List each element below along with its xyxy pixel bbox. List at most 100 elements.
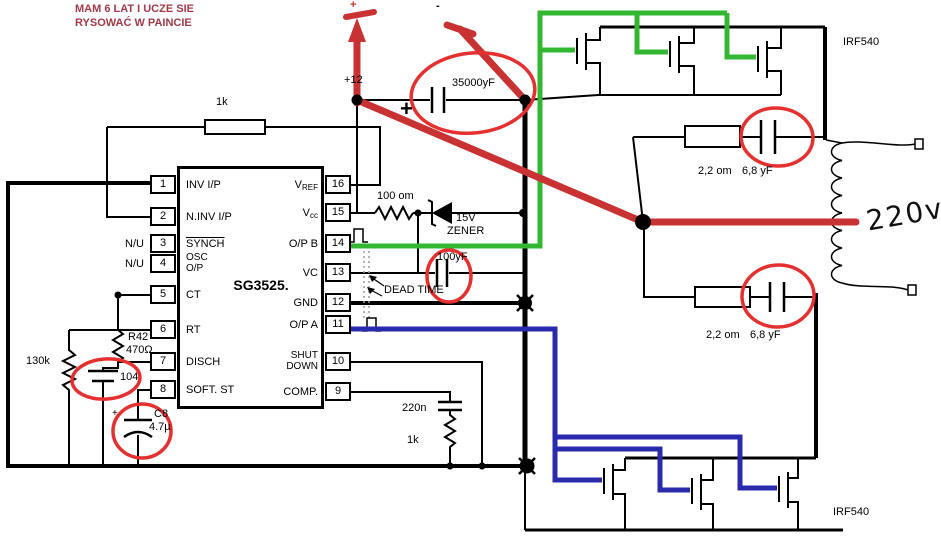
pin-box-4: 4 <box>150 254 176 273</box>
circle-snubcap-top <box>739 106 815 168</box>
pin-box-9: 9 <box>325 382 351 401</box>
snubber-top-wire <box>632 136 826 223</box>
pin-number: 12 <box>331 296 345 308</box>
r100-label: 100 om <box>377 190 414 202</box>
pin-box-11: 11 <box>325 315 351 334</box>
pin-number: 14 <box>331 237 345 249</box>
pin-number: 3 <box>159 237 167 249</box>
pin-number: 11 <box>332 318 344 330</box>
deadtime-arrowhead-b <box>367 287 375 294</box>
pin-number: 7 <box>159 355 167 367</box>
circle-c8 <box>111 402 173 460</box>
pin-number: 6 <box>159 323 167 335</box>
irf540-bottom-label: IRF540 <box>833 506 870 518</box>
c8-value-label: 4.7µ <box>149 421 171 433</box>
circle-snubcap-bottom <box>740 263 816 329</box>
paint-note-line1: MAM 6 LAT I UCZE SIE <box>75 3 194 15</box>
paint-note-line2: RYSOWAĆ W PAINCIE <box>75 17 192 29</box>
pin-box-1: 1 <box>150 175 176 194</box>
r42-zigzag <box>102 295 125 371</box>
pin-box-2: 2 <box>150 207 176 226</box>
pin-label-softst: SOFT. ST <box>186 384 235 396</box>
pin-label-osc2: O/P <box>186 263 204 274</box>
red-plus-crossbar <box>343 9 377 20</box>
resistor-snubber-top <box>684 125 741 148</box>
blue-branch-gate2 <box>555 446 690 493</box>
snubber-top-c-label: 6,8 yF <box>742 165 773 177</box>
pin-label-vcc: Vcc <box>200 208 318 221</box>
snubber-bottom-r-label: 2,2 om <box>706 329 740 341</box>
box-resistors <box>204 119 751 308</box>
resistor-1k-top-label: 1k <box>216 96 228 108</box>
pin-label-opb: O/P B <box>288 238 318 250</box>
pin-box-16: 16 <box>325 175 351 194</box>
zener-triangle <box>432 202 452 224</box>
pulse-icon-opb <box>349 228 368 243</box>
maincap-plus-label: + <box>400 96 413 121</box>
pin-label-osc: OSC <box>186 252 208 263</box>
snubber-bottom-c-label: 6,8 yF <box>750 329 781 341</box>
pin-number: 9 <box>334 385 342 397</box>
circle-104 <box>70 357 142 401</box>
transformer-top-lead <box>825 139 916 146</box>
c100-plates <box>435 259 449 287</box>
red-annotation-circles <box>70 50 816 460</box>
blue-path-main <box>348 326 602 483</box>
c100-label: 100yF <box>437 251 468 263</box>
irf540-top-label: IRF540 <box>843 36 880 48</box>
dot-gnd-pin10 <box>478 462 486 470</box>
pin-label-vc: VC <box>302 267 318 279</box>
r1k-bottom-zigzag <box>443 410 457 466</box>
dot-rail-gnd-spikes <box>516 294 534 312</box>
c220n-label: 220n <box>402 402 427 414</box>
wire-pin9 <box>351 391 451 402</box>
pin-label-inv: INV I/P <box>186 179 221 191</box>
mosfet-t1 <box>576 27 601 95</box>
circle-maincap <box>409 50 537 136</box>
snubber-bottom-cap <box>768 282 786 312</box>
junction-dots <box>114 94 651 475</box>
pin-number: 15 <box>331 206 345 218</box>
maincap-plates <box>430 87 446 113</box>
c8-bottom-plate <box>123 430 153 439</box>
pin-box-10: 10 <box>325 352 351 371</box>
pin-number: 1 <box>159 178 167 190</box>
pin-label-opa: O/P A <box>289 319 318 331</box>
top-source-rail <box>524 94 781 101</box>
pin-label-shut: SHUT <box>290 350 318 361</box>
blue-gate-wire <box>348 326 777 493</box>
dot-rail-zener <box>519 209 527 217</box>
pin-box-6: 6 <box>150 320 176 339</box>
c8-name-label: C8 <box>154 408 169 420</box>
r42-name-label: R42 <box>128 331 149 343</box>
transformer-coil <box>830 142 843 284</box>
r130k-label: 130k <box>26 355 50 367</box>
pin-box-13: 13 <box>325 263 351 282</box>
red-minus-lead <box>456 25 529 104</box>
pin-label-gnd: GND <box>293 297 318 309</box>
pin-label-comp: COMP. <box>283 386 318 398</box>
pin-box-8: 8 <box>150 380 176 399</box>
pin-label-synch: SYNCH <box>186 238 225 250</box>
pin-number: 4 <box>159 257 167 269</box>
wire-1k-right <box>265 126 381 186</box>
green-path-main <box>348 10 727 249</box>
circle-100yf <box>425 248 473 304</box>
wire-pin8 <box>137 389 150 420</box>
ic-sg3525 <box>177 166 324 409</box>
v12-label: +12 <box>344 74 363 86</box>
resistor-snubber-bottom <box>694 286 751 308</box>
nu-label-pin3: N/U <box>125 238 144 250</box>
snubber-top-cap <box>759 120 777 154</box>
pin-box-5: 5 <box>150 285 176 304</box>
wire-pin2 <box>106 127 150 218</box>
dot-gnd-rail-spikes <box>518 457 536 475</box>
wire-pin10 <box>351 361 483 466</box>
vref-v: V <box>294 179 302 191</box>
pin-box-14: 14 <box>325 234 351 253</box>
dot-pin5 <box>114 291 122 299</box>
vcc-v: V <box>302 207 310 219</box>
pin-number: 13 <box>331 266 345 278</box>
r100-zigzag <box>374 204 414 222</box>
